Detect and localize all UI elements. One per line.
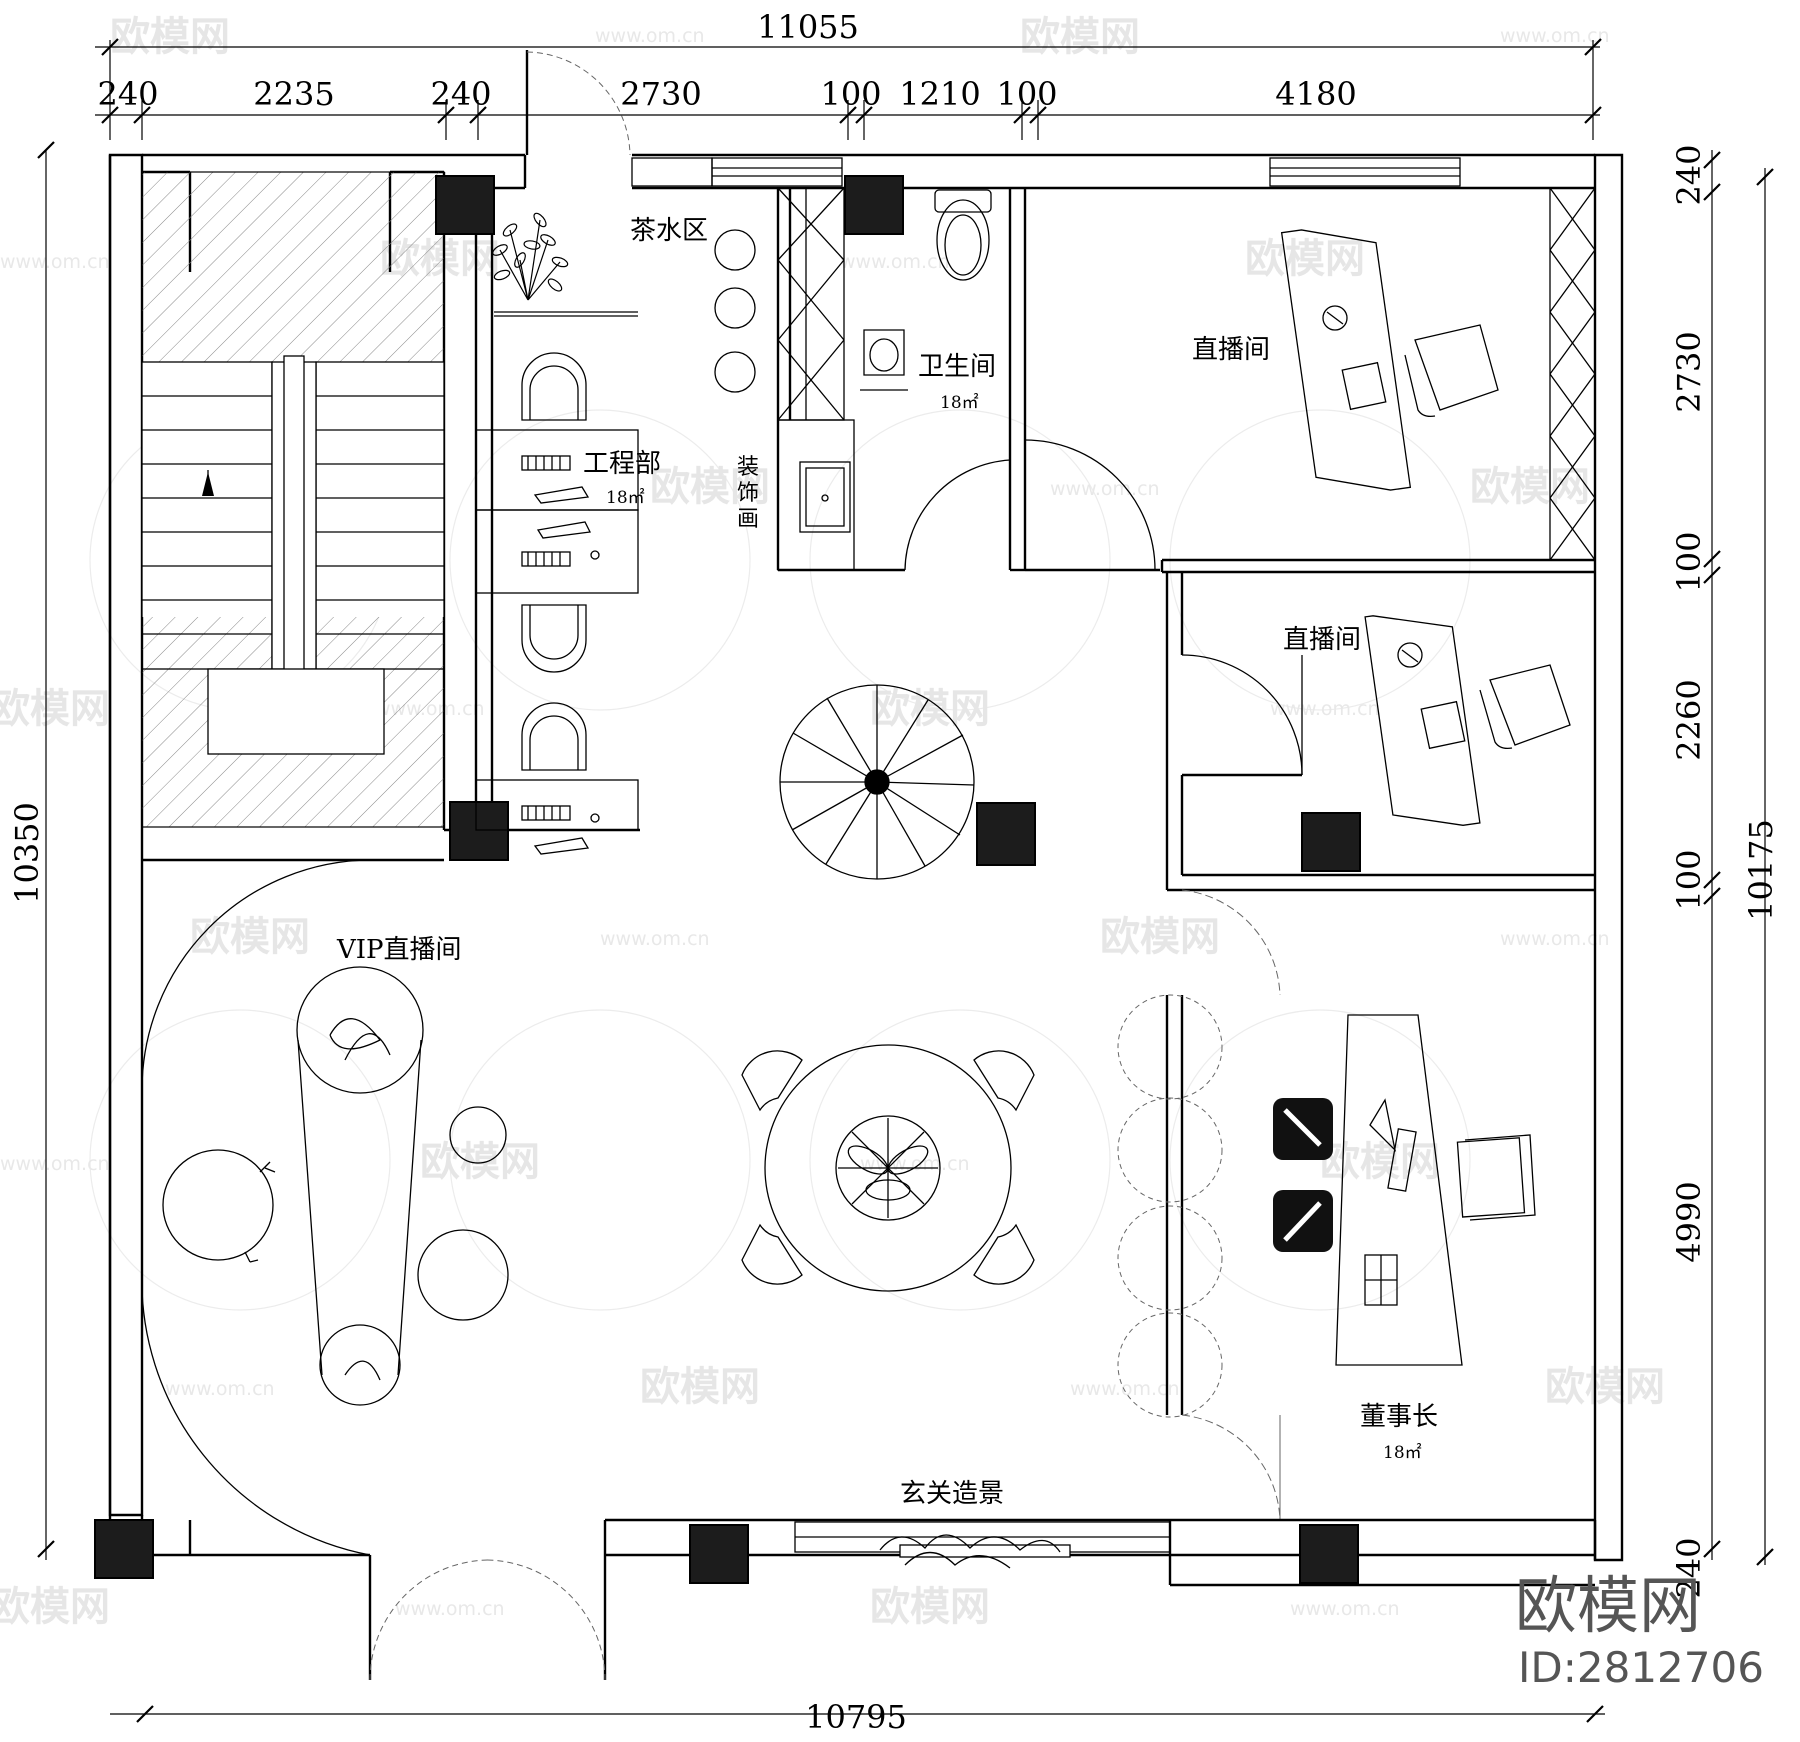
- label-engineering: 工程部: [583, 449, 661, 479]
- watermark-url: www.om.cn: [1050, 478, 1160, 500]
- dim-top-segment: 240: [97, 75, 158, 113]
- dimension-lines: [37, 38, 1774, 1723]
- watermark-url: www.om.cn: [1070, 1378, 1180, 1400]
- label-toilet: 卫生间: [918, 352, 996, 382]
- label-toilet-area: 18㎡: [940, 393, 979, 413]
- label-live-room-1: 直播间: [1192, 335, 1270, 365]
- watermark-logo: 欧模网: [110, 14, 230, 60]
- dimension-labels: 11055 240 2235 240 2730 100 1210 100 418…: [8, 8, 1780, 1736]
- watermark-logo: 欧模网: [0, 1584, 110, 1630]
- dim-right-segment: 100: [1670, 531, 1708, 592]
- walls: [95, 50, 1624, 1681]
- dim-bottom-overall: 10795: [805, 1698, 907, 1736]
- watermark-layer: 欧模网 欧模网 www.om.cn www.om.cn 欧模网 欧模网 www.…: [0, 14, 1665, 1630]
- label-vip-live-room: VIP直播间: [336, 935, 462, 965]
- dim-left-overall: 10350: [8, 802, 46, 904]
- watermark-url: www.om.cn: [1500, 25, 1610, 47]
- watermark-url: www.om.cn: [1270, 698, 1380, 720]
- label-entrance-feature: 玄关造景: [900, 1479, 1004, 1509]
- brand-mark: 欧模网 ID:2812706: [1515, 1569, 1764, 1692]
- main-staircase: [141, 355, 445, 755]
- label-chairman: 董事长: [1360, 1402, 1438, 1432]
- chairman-furniture: [1117, 994, 1536, 1418]
- columns: [94, 175, 1361, 1584]
- watermark-logo: 欧模网: [650, 464, 770, 510]
- watermark-url: www.om.cn: [0, 251, 110, 273]
- brand-name: 欧模网: [1515, 1569, 1701, 1642]
- watermark-url: www.om.cn: [395, 1598, 505, 1620]
- dim-top-overall: 11055: [757, 8, 859, 46]
- dim-top-segment: 240: [430, 75, 491, 113]
- vip-furniture: [162, 966, 509, 1406]
- watermark-logo: 欧模网: [1100, 914, 1220, 960]
- dim-top-segment: 2730: [620, 75, 701, 113]
- dim-top-segment: 100: [820, 75, 881, 113]
- spiral-staircase: [779, 684, 975, 880]
- toilet-fixtures: [799, 189, 992, 533]
- dim-right-segment: 2730: [1670, 331, 1708, 412]
- watermark-url: www.om.cn: [600, 928, 710, 950]
- tea-area: [492, 187, 855, 571]
- label-tea-area: 茶水区: [630, 216, 708, 246]
- dim-right-segment: 100: [1670, 849, 1708, 910]
- watermark-url: www.om.cn: [165, 1378, 275, 1400]
- label-chairman-area: 18㎡: [1383, 1443, 1422, 1463]
- live-room-2-furniture: [1364, 615, 1571, 826]
- dim-top-segment: 100: [996, 75, 1057, 113]
- watermark-url: www.om.cn: [840, 251, 950, 273]
- watermark-logo: 欧模网: [870, 1584, 990, 1630]
- entrance-feature: [879, 1534, 1071, 1569]
- dim-right-segment: 240: [1670, 1537, 1708, 1598]
- engineering-desks: [475, 352, 639, 855]
- watermark-logo: 欧模网: [420, 1139, 540, 1185]
- dim-right-segment: 240: [1670, 144, 1708, 205]
- dim-right-segment: 4990: [1670, 1181, 1708, 1262]
- dim-right-segment: 2260: [1670, 679, 1708, 760]
- watermark-logo: 欧模网: [190, 914, 310, 960]
- watermark-url: www.om.cn: [1290, 1598, 1400, 1620]
- watermark-logo: 欧模网: [1545, 1364, 1665, 1410]
- live-room-1-furniture: [1280, 187, 1596, 561]
- label-live-room-2: 直播间: [1283, 625, 1361, 655]
- watermark-logo: 欧模网: [0, 686, 110, 732]
- watermark-logo: 欧模网: [640, 1364, 760, 1410]
- watermark-logo: 欧模网: [1320, 1139, 1440, 1185]
- plant-icon: [492, 212, 569, 301]
- label-decor-painting-box: 装饰画: [737, 455, 760, 532]
- watermark-url: www.om.cn: [595, 25, 705, 47]
- watermark-logo: 欧模网: [1245, 236, 1365, 282]
- label-engineering-area: 18㎡: [606, 488, 645, 508]
- brand-id: ID:2812706: [1518, 1643, 1764, 1692]
- dim-top-segment: 1210: [899, 75, 980, 113]
- label-decor-painting: 装饰画: [737, 455, 760, 532]
- stair-up-arrow-icon: [202, 472, 214, 496]
- watermark-url: www.om.cn: [1500, 928, 1610, 950]
- round-meeting-table: [741, 1044, 1035, 1292]
- watermark-logo: 欧模网: [1020, 14, 1140, 60]
- dim-top-segment: 2235: [253, 75, 334, 113]
- watermark-url: www.om.cn: [0, 1153, 110, 1175]
- watermark-logo: 欧模网: [1470, 464, 1590, 510]
- room-labels: 茶水区 卫生间 18㎡ 工程部 18㎡ 直播间 直播间 VIP直播间 董事长 1…: [336, 216, 1438, 1509]
- dim-right-overall: 10175: [1742, 819, 1780, 921]
- dim-top-segment: 4180: [1275, 75, 1356, 113]
- watermark-logo: 欧模网: [870, 686, 990, 732]
